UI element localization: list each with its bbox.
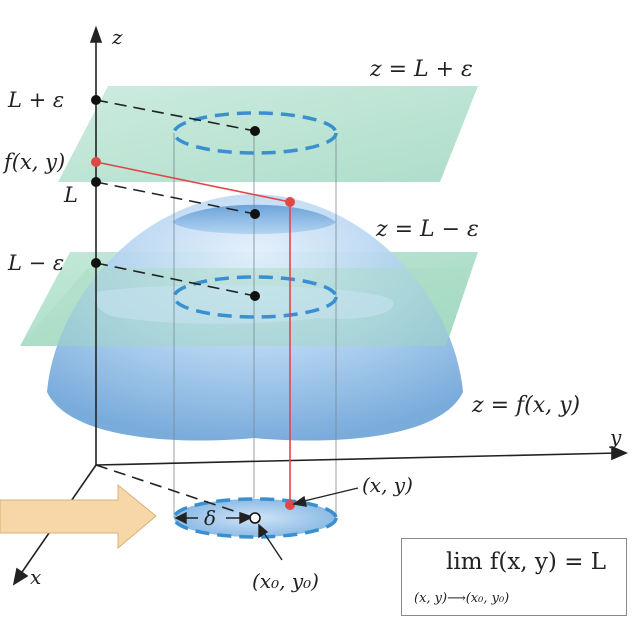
center-L [250,209,260,219]
point-L-minus-eps [91,258,101,268]
label-point-x0y0: (x₀, y₀) [252,569,319,593]
label-plane-lower: z = L − ε [375,217,479,242]
label-L-minus-eps: L − ε [7,251,64,275]
limit-formula-box: lim f(x, y) = L (x, y)⟶(x₀, y₀) [401,538,627,616]
highlight-arrow [0,483,157,550]
label-surface: z = f(x, y) [471,393,580,418]
label-plane-upper: z = L + ε [369,57,473,82]
upper-epsilon-circle [172,111,338,155]
y-axis-label: y [609,425,622,449]
point-L [91,177,101,187]
x-axis-label: x [30,565,41,589]
surface-point [285,197,295,207]
point-f-xy [91,157,101,167]
projection-dashes [95,99,256,519]
limit-formula: lim f(x, y) = L [446,549,607,575]
lower-epsilon-circle [172,275,338,319]
label-L: L [63,183,78,207]
z-axis-label: z [111,25,123,49]
label-point-xy: (x, y) [362,473,413,497]
axes [12,25,629,586]
delta-marker [174,511,252,525]
label-L-plus-eps: L + ε [7,88,64,112]
limit-subscript: (x, y)⟶(x₀, y₀) [414,591,510,606]
label-delta: δ [204,506,216,530]
function-value-path [95,161,291,505]
center-lower [250,291,260,301]
surface-contour [94,285,394,324]
point-L-plus-eps [91,95,101,105]
center-upper [250,126,260,136]
label-pointers [258,487,359,561]
label-f-xy: f(x, y) [2,150,65,174]
upper-plane [58,86,478,182]
point-xy-domain [285,500,295,510]
